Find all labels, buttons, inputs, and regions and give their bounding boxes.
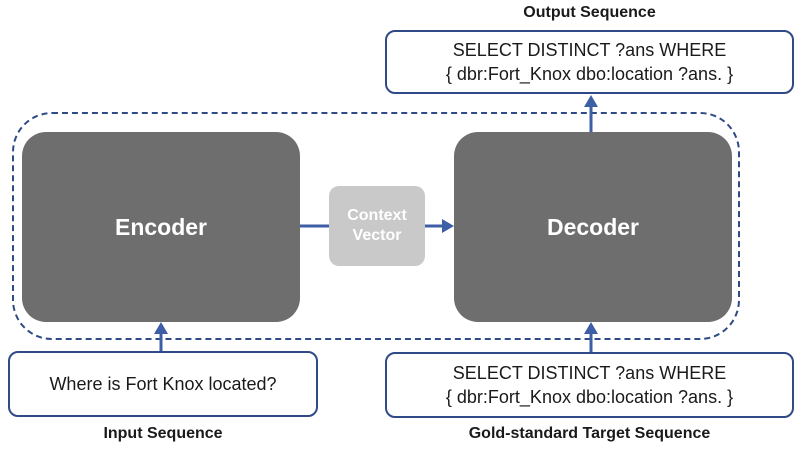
output-sequence-box: SELECT DISTINCT ?ans WHERE { dbr:Fort_Kn… xyxy=(385,30,794,94)
output-sequence-line2: { dbr:Fort_Knox dbo:location ?ans. } xyxy=(445,64,734,84)
input-sequence-caption: Input Sequence xyxy=(103,425,223,442)
context-vector-label-line1: Context xyxy=(347,207,407,224)
input-sequence-box: Where is Fort Knox located? xyxy=(8,351,318,417)
input-to-encoder-arrowhead xyxy=(154,322,168,334)
model-boundary-frame xyxy=(12,112,740,340)
context-to-decoder-arrowhead xyxy=(442,219,454,233)
output-sequence-line1: SELECT DISTINCT ?ans WHERE xyxy=(452,40,727,60)
input-sequence-text: Where is Fort Knox located? xyxy=(49,374,277,394)
decoder-block: Decoder xyxy=(454,132,732,322)
gold-to-decoder-arrowhead xyxy=(584,322,598,334)
gold-target-sequence-caption: Gold-standard Target Sequence xyxy=(468,425,711,442)
gold-target-sequence-line1: SELECT DISTINCT ?ans WHERE xyxy=(452,363,727,383)
context-vector-block: Context Vector xyxy=(329,186,425,266)
context-vector-label-line2: Vector xyxy=(352,227,402,244)
decoder-to-output-arrowhead xyxy=(584,95,598,107)
encoder-block: Encoder xyxy=(22,132,300,322)
gold-target-sequence-box: SELECT DISTINCT ?ans WHERE { dbr:Fort_Kn… xyxy=(385,352,794,418)
gold-target-sequence-line2: { dbr:Fort_Knox dbo:location ?ans. } xyxy=(445,387,734,407)
decoder-label: Decoder xyxy=(546,213,640,240)
encoder-label: Encoder xyxy=(114,213,208,240)
output-sequence-caption: Output Sequence xyxy=(523,4,656,21)
